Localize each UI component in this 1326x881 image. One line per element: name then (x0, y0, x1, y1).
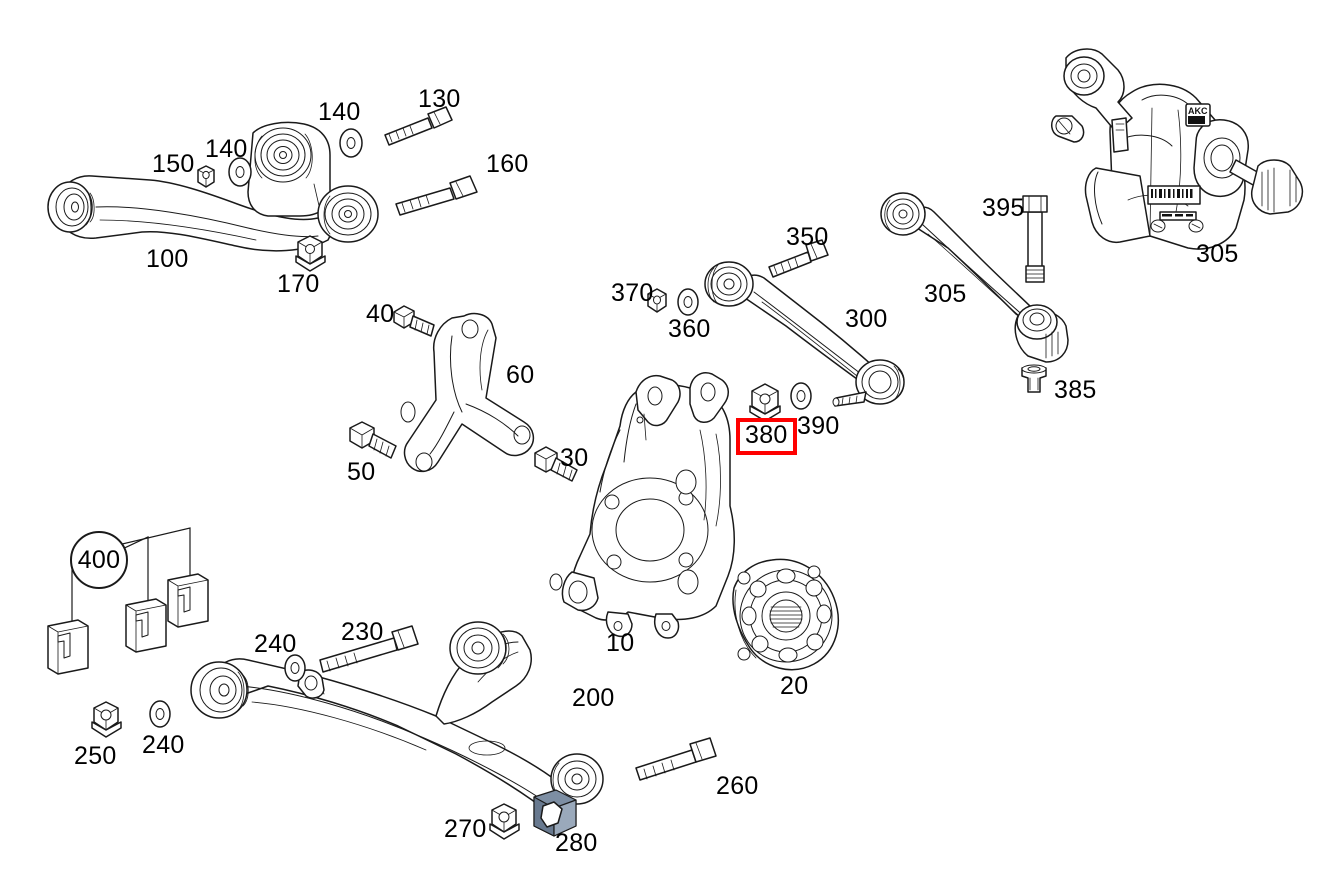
part-callout-10: 10 (606, 629, 635, 657)
part-170-flange-nut (295, 235, 326, 272)
part-300-camber-link (704, 261, 905, 407)
part-callout-200: 200 (572, 684, 615, 712)
part-callout-250: 250 (74, 742, 117, 770)
part-callout-260: 260 (716, 772, 759, 800)
part-305-toe-link (880, 192, 1069, 363)
part-60-bracket (400, 312, 535, 473)
part-callout-270: 270 (444, 815, 487, 843)
part-callout-380: 380 (736, 418, 797, 455)
part-260-long-bolt (635, 737, 717, 781)
part-callout-20: 20 (780, 672, 809, 700)
part-callout-305: 305 (1196, 240, 1239, 268)
part-callout-170: 170 (277, 270, 320, 298)
part-370-hex-nut (647, 288, 667, 313)
part-callout-370: 370 (611, 279, 654, 307)
part-400-shims (47, 527, 209, 675)
part-callout-385: 385 (1054, 376, 1097, 404)
part-270-flange-nut (489, 803, 520, 840)
part-callout-400: 400 (70, 531, 128, 589)
part-callout-240: 240 (254, 630, 297, 658)
part-callout-360: 360 (668, 315, 711, 343)
part-160-long-bolt (395, 175, 478, 216)
part-100-upper-control-arm (47, 121, 379, 252)
part-callout-300: 300 (845, 305, 888, 333)
part-callout-100: 100 (146, 245, 189, 273)
part-150-hex-nut (197, 165, 215, 188)
part-callout-60: 60 (506, 361, 535, 389)
part-callout-150: 150 (152, 150, 195, 178)
part-230-long-bolt (319, 625, 419, 673)
part-10-steering-knuckle (549, 372, 736, 639)
part-380-flange-nut (749, 383, 781, 422)
part-callout-280: 280 (555, 829, 598, 857)
part-360-washer (677, 288, 699, 316)
part-280-hex-nut-accent (533, 789, 577, 837)
part-390-washer (790, 382, 812, 410)
part-callout-395: 395 (982, 194, 1025, 222)
part-callout-160: 160 (486, 150, 529, 178)
part-40-bolt (393, 305, 435, 337)
barcode-decal (1147, 185, 1201, 205)
part-callout-390: 390 (797, 412, 840, 440)
part-140-washer-left (228, 157, 252, 187)
part-callout-230: 230 (341, 618, 384, 646)
svg-text:AKC: AKC (1188, 106, 1208, 116)
part-50-bolt (349, 421, 397, 459)
part-20-wheel-hub (732, 558, 839, 671)
part-385-grommet (1021, 364, 1047, 393)
part-30-bolt (534, 446, 578, 482)
akc-decal: AKC (1185, 103, 1211, 127)
part-130-long-bolt (384, 106, 453, 146)
part-callout-350: 350 (786, 223, 829, 251)
part-callout-40: 40 (366, 300, 395, 328)
part-callout-240: 240 (142, 731, 185, 759)
part-240-washer-left (149, 700, 171, 728)
part-callout-140: 140 (318, 98, 361, 126)
part-140-washer-right (339, 128, 363, 158)
part-callout-50: 50 (347, 458, 376, 486)
part-callout-140: 140 (205, 135, 248, 163)
part-callout-130: 130 (418, 85, 461, 113)
part-350-shoulder-bolt (768, 239, 829, 278)
part-395-long-bolt (1022, 195, 1048, 283)
part-305-akc-actuator: AKC (1051, 48, 1304, 250)
part-callout-30: 30 (560, 444, 589, 472)
part-200-lower-control-arm (190, 621, 604, 813)
part-250-flange-nut (91, 701, 122, 738)
part-callout-305: 305 (924, 280, 967, 308)
part-240-washer-upper (284, 654, 306, 682)
